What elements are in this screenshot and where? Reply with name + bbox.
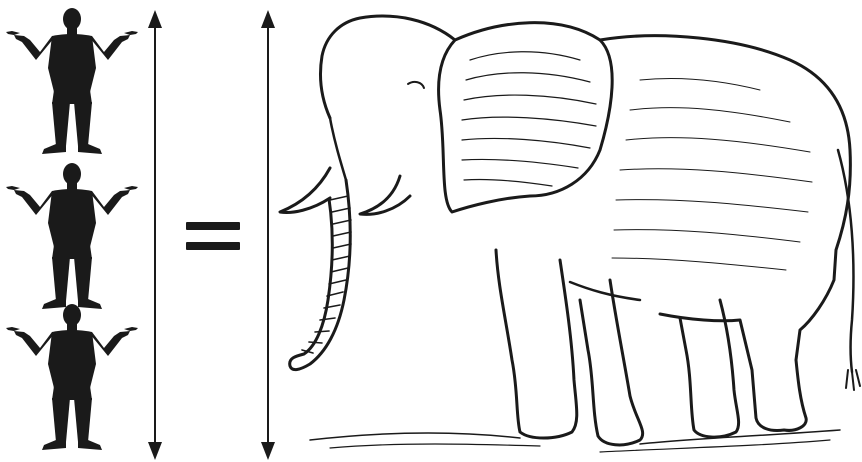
- person-bottom-icon: [6, 304, 138, 450]
- person-middle-icon: [6, 163, 138, 309]
- elephant-height-arrow: [261, 10, 275, 460]
- people-height-arrow: [148, 10, 162, 460]
- elephant-drawing: [278, 14, 861, 453]
- equals-sign-icon: [186, 222, 240, 250]
- person-top-icon: [6, 8, 138, 154]
- person-stack: [6, 8, 138, 450]
